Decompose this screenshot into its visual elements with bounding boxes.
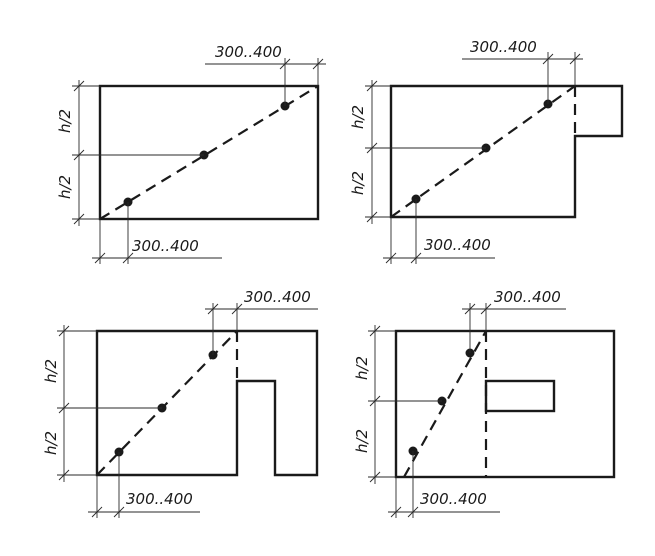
tick-mark: [73, 213, 85, 225]
half-height-label: h/2: [349, 171, 367, 195]
distance-label: 300..400: [126, 490, 193, 508]
tick-mark: [369, 395, 381, 407]
tick-mark: [94, 252, 106, 264]
distance-label: 300..400: [420, 490, 487, 508]
tick-mark: [58, 325, 70, 337]
distance-label: 300..400: [215, 43, 282, 61]
diagonal-line: [403, 330, 487, 478]
distance-label: 300..400: [132, 237, 199, 255]
panel-wall-with-window: h/2 h/2 300..400 300..400: [353, 288, 616, 518]
tick-mark: [366, 211, 378, 223]
tick-mark: [366, 142, 378, 154]
diagonal-line: [99, 85, 319, 220]
tick-mark: [464, 303, 476, 315]
half-height-label: h/2: [353, 356, 371, 380]
wall-outline: [98, 84, 320, 221]
tick-mark: [113, 506, 125, 518]
diagonal-line: [390, 85, 576, 218]
tick-mark: [279, 58, 291, 70]
tick-mark: [312, 58, 324, 70]
tick-mark: [366, 80, 378, 92]
panel-wall-with-notch: h/2 h/2 300..400 300..400: [349, 38, 624, 264]
half-height-label: h/2: [56, 109, 74, 133]
tick-mark: [58, 402, 70, 414]
tick-mark: [91, 506, 103, 518]
panel-wall-with-door: h/2 h/2 300..400 300..400: [42, 288, 319, 518]
tick-mark: [122, 252, 134, 264]
tick-mark: [73, 80, 85, 92]
wall-outline: [389, 84, 624, 219]
wall-outline: [95, 329, 319, 477]
half-height-label: h/2: [353, 429, 371, 453]
tick-mark: [385, 252, 397, 264]
tick-mark: [569, 53, 581, 65]
tick-mark: [73, 149, 85, 161]
tick-mark: [207, 303, 219, 315]
tick-mark: [542, 53, 554, 65]
tick-mark: [480, 303, 492, 315]
tick-mark: [407, 506, 419, 518]
tick-mark: [369, 325, 381, 337]
distance-label: 300..400: [244, 288, 311, 306]
wall-outline: [394, 329, 616, 479]
tick-mark: [410, 252, 422, 264]
distance-label: 300..400: [494, 288, 561, 306]
tick-mark: [231, 303, 243, 315]
tick-mark: [390, 506, 402, 518]
tick-mark: [369, 471, 381, 483]
half-height-label: h/2: [42, 431, 60, 455]
distance-label: 300..400: [424, 236, 491, 254]
window-opening: [484, 379, 556, 413]
panel-plain-wall: h/2 h/2 300..400 300..400: [56, 43, 326, 264]
tick-mark: [58, 469, 70, 481]
half-height-label: h/2: [42, 359, 60, 383]
half-height-label: h/2: [56, 175, 74, 199]
distance-label: 300..400: [470, 38, 537, 56]
half-height-label: h/2: [349, 105, 367, 129]
